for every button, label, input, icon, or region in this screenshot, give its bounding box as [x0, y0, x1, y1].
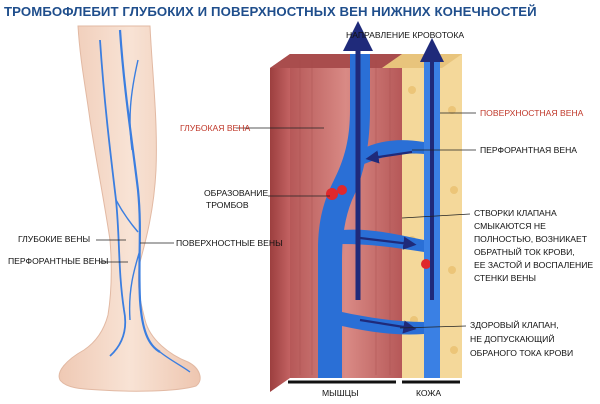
label-deep-veins: ГЛУБОКИЕ ВЕНЫ — [18, 234, 91, 244]
label-superficial-veins: ПОВЕРХНОСТНЫЕ ВЕНЫ — [176, 238, 283, 248]
label-superficial-vein: ПОВЕРХНОСТНАЯ ВЕНА — [480, 108, 584, 118]
thrombus-cluster-deep — [326, 185, 347, 200]
label-healthy-line3: ОБРАНОГО ТОКА КРОВИ — [470, 348, 574, 358]
leg-vein-branch2 — [115, 199, 139, 233]
label-healthy-line1: ЗДОРОВЫЙ КЛАПАН, — [470, 320, 559, 330]
label-muscles: МЫШЦЫ — [322, 388, 359, 398]
muscle-top — [270, 54, 402, 68]
thrombus-cluster-superficial — [421, 259, 431, 269]
label-blood-flow: НАПРАВЛЕНИЕ КРОВОТОКА — [346, 30, 465, 40]
label-deep-vein: ГЛУБОКАЯ ВЕНА — [180, 123, 251, 133]
leg-illustration — [58, 25, 201, 392]
leg-vein-branch3 — [128, 249, 141, 321]
leg-vein-foot — [159, 351, 191, 373]
label-valve-line5: ЕЕ ЗАСТОЙ И ВОСПАЛЕНИЕ — [474, 260, 594, 270]
vein-cross-section — [236, 21, 476, 392]
label-valve-line4: ОБРАТНЫЙ ТОК КРОВИ, — [474, 247, 575, 257]
label-perforant-veins: ПЕРФОРАНТНЫЕ ВЕНЫ — [8, 256, 109, 266]
label-valve-line1: СТВОРКИ КЛАПАНА — [474, 208, 557, 218]
leg-vein-main — [118, 29, 161, 353]
leg-shape — [58, 25, 201, 392]
leg-vein-branch1 — [129, 59, 139, 151]
leg-vein-left — [99, 39, 127, 357]
page-title: ТРОМБОФЛЕБИТ ГЛУБОКИХ И ПОВЕРХНОСТНЫХ ВЕ… — [4, 4, 537, 19]
muscle-side — [270, 54, 290, 392]
label-healthy-line2: НЕ ДОПУСКАЮЩИЙ — [470, 334, 555, 344]
label-thrombus-line2: ТРОМБОВ — [206, 200, 249, 210]
label-skin: КОЖА — [416, 388, 442, 398]
label-valve-line2: СМЫКАЮТСЯ НЕ — [474, 221, 546, 231]
flow-arrow-perforant-1 — [365, 150, 413, 164]
flow-arrow-perforant-2 — [359, 236, 417, 250]
label-valve-line3: ПОЛНОСТЬЮ, ВОЗНИКАЕТ — [474, 234, 587, 244]
label-valve-line6: СТЕНКИ ВЕНЫ — [474, 273, 536, 283]
flow-arrow-perforant-3 — [359, 318, 417, 334]
label-thrombus-line1: ОБРАЗОВАНИЕ — [204, 188, 269, 198]
label-perforant-vein: ПЕРФОРАНТНАЯ ВЕНА — [480, 145, 578, 155]
